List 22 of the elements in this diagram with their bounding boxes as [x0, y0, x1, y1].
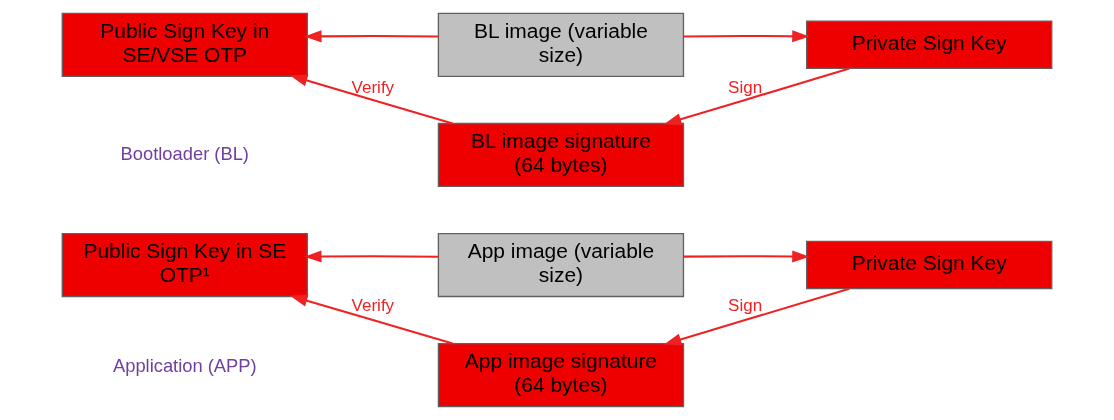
arrow [304, 250, 439, 263]
arrow [290, 74, 453, 125]
arrow [664, 67, 850, 126]
arrow [664, 287, 850, 346]
label: Application (APP) [112, 355, 257, 377]
arrow [290, 294, 453, 345]
arrow [683, 30, 810, 43]
edge-label: Sign [728, 77, 763, 97]
node-box: BL image (variable size) [437, 12, 685, 77]
edge-label: Verify [351, 296, 395, 316]
edge-label: Verify [351, 77, 395, 97]
node-box: Public Sign Key in SE OTP¹ [61, 232, 308, 298]
node-box: Public Sign Key in SE/VSE OTP [61, 12, 308, 77]
edge-label: Sign [728, 296, 763, 316]
node-box: App image (variable size) [437, 232, 685, 298]
node-box: Private Sign Key [806, 20, 1053, 70]
arrow [304, 30, 439, 43]
node-box: Private Sign Key [806, 240, 1053, 290]
label: Bootloader (BL) [120, 142, 249, 164]
node-box: BL image signature (64 bytes) [437, 122, 685, 188]
node-box: App image signature (64 bytes) [437, 343, 685, 408]
arrow [683, 250, 810, 263]
